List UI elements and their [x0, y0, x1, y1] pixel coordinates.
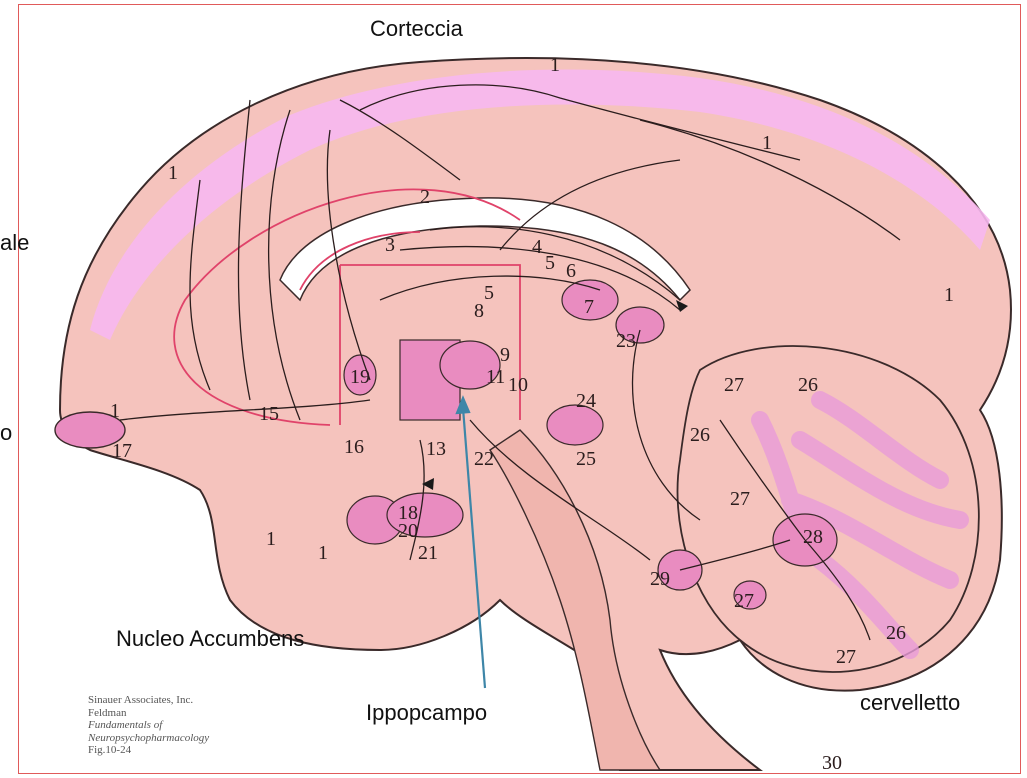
pathway-number: 19: [350, 366, 370, 389]
credit-title-line2: Neuropsychopharmacology: [88, 732, 209, 745]
pathway-number: 28: [803, 526, 823, 549]
pathway-number: 25: [576, 448, 596, 471]
pathway-number: 16: [344, 436, 364, 459]
pathway-number: 1: [318, 542, 328, 565]
pathway-number: 5: [545, 252, 555, 275]
pathway-number: 6: [566, 260, 576, 283]
credit-author: Feldman: [88, 707, 209, 720]
label-cut-upper: ale: [0, 230, 29, 256]
pathway-number: 30: [822, 752, 842, 775]
pathway-number: 10: [508, 374, 528, 397]
label-cervelletto: cervelletto: [860, 690, 960, 716]
pathway-number: 8: [474, 300, 484, 323]
pathway-number: 7: [584, 296, 594, 319]
pathway-number: 27: [724, 374, 744, 397]
pathway-number: 26: [798, 374, 818, 397]
pathway-number: 1: [266, 528, 276, 551]
pathway-number: 1: [762, 132, 772, 155]
pathway-number: 3: [385, 234, 395, 257]
pathway-number: 24: [576, 390, 596, 413]
label-nucleo-accumbens: Nucleo Accumbens: [116, 626, 304, 652]
pathway-number: 1: [168, 162, 178, 185]
pathway-number: 20: [398, 520, 418, 543]
pathway-number: 9: [500, 344, 510, 367]
pathway-number: 22: [474, 448, 494, 471]
pathway-number: 4: [532, 236, 542, 259]
pathway-number: 27: [730, 488, 750, 511]
pathway-number: 27: [836, 646, 856, 669]
pathway-number: 15: [259, 403, 279, 426]
pathway-number: 27: [734, 590, 754, 613]
pathway-number: 1: [944, 284, 954, 307]
pathway-number: 1: [110, 400, 120, 423]
pathway-number: 2: [420, 186, 430, 209]
pathway-number: 26: [690, 424, 710, 447]
pathway-number: 11: [486, 366, 505, 389]
pathway-number: 5: [484, 282, 494, 305]
pathway-number: 26: [886, 622, 906, 645]
pathway-number: 23: [616, 330, 636, 353]
label-cut-lower: o: [0, 420, 12, 446]
label-corteccia: Corteccia: [370, 16, 463, 42]
pathway-number: 17: [112, 440, 132, 463]
credit-figure: Fig.10-24: [88, 744, 209, 757]
credit-title-line1: Fundamentals of: [88, 719, 209, 732]
pathway-number: 13: [426, 438, 446, 461]
pathway-number: 29: [650, 568, 670, 591]
label-ippopcampo: Ippopcampo: [366, 700, 487, 726]
source-credit: Sinauer Associates, Inc. Feldman Fundame…: [88, 694, 209, 757]
pathway-number: 21: [418, 542, 438, 565]
credit-publisher: Sinauer Associates, Inc.: [88, 694, 209, 707]
pathway-number: 1: [550, 54, 560, 77]
